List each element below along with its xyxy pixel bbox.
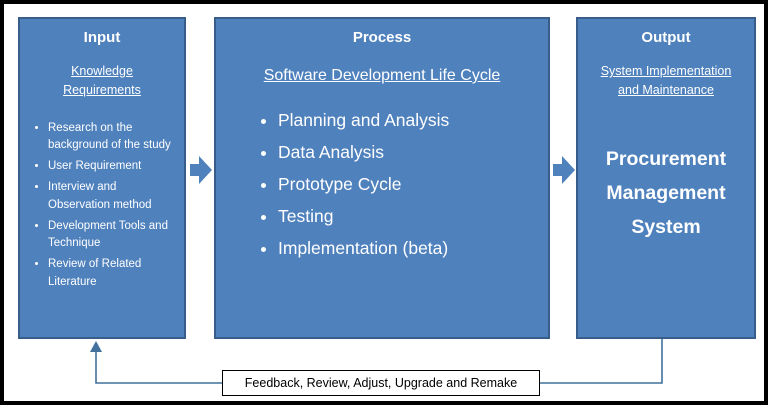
input-subtitle: Knowledge Requirements — [63, 64, 141, 97]
input-list: Research on the background of the studyU… — [30, 120, 178, 292]
list-item: User Requirement — [48, 158, 178, 176]
right-arrow-icon — [553, 156, 575, 184]
list-item: Interview and Observation method — [48, 179, 178, 215]
arrow-input-to-process-icon — [190, 154, 212, 186]
list-item: Testing — [278, 206, 548, 227]
list-item: Research on the background of the study — [48, 120, 178, 156]
process-list: Planning and AnalysisData AnalysisProtot… — [216, 110, 548, 259]
input-title: Input — [83, 29, 121, 46]
list-item: Development Tools and Technique — [48, 218, 178, 254]
list-item: Prototype Cycle — [278, 174, 548, 195]
list-item: Implementation (beta) — [278, 238, 548, 259]
list-item: Review of Related Literature — [48, 256, 178, 292]
output-box: Output System Implementation and Mainten… — [576, 17, 756, 339]
process-subtitle: Software Development Life Cycle — [263, 67, 501, 84]
list-item: Data Analysis — [278, 142, 548, 163]
input-box: Input Knowledge Requirements Research on… — [18, 17, 186, 339]
up-arrowhead-icon — [90, 341, 102, 352]
output-title: Output — [641, 29, 691, 46]
output-system-name: Procurement Management System — [605, 147, 727, 238]
process-title: Process — [352, 29, 412, 46]
list-item: Planning and Analysis — [278, 110, 548, 131]
output-subtitle: System Implementation and Maintenance — [600, 64, 732, 97]
arrow-process-to-output-icon — [553, 154, 575, 186]
right-arrow-icon — [190, 156, 212, 184]
process-box: Process Software Development Life Cycle … — [214, 17, 550, 339]
feedback-label: Feedback, Review, Adjust, Upgrade and Re… — [222, 370, 540, 396]
